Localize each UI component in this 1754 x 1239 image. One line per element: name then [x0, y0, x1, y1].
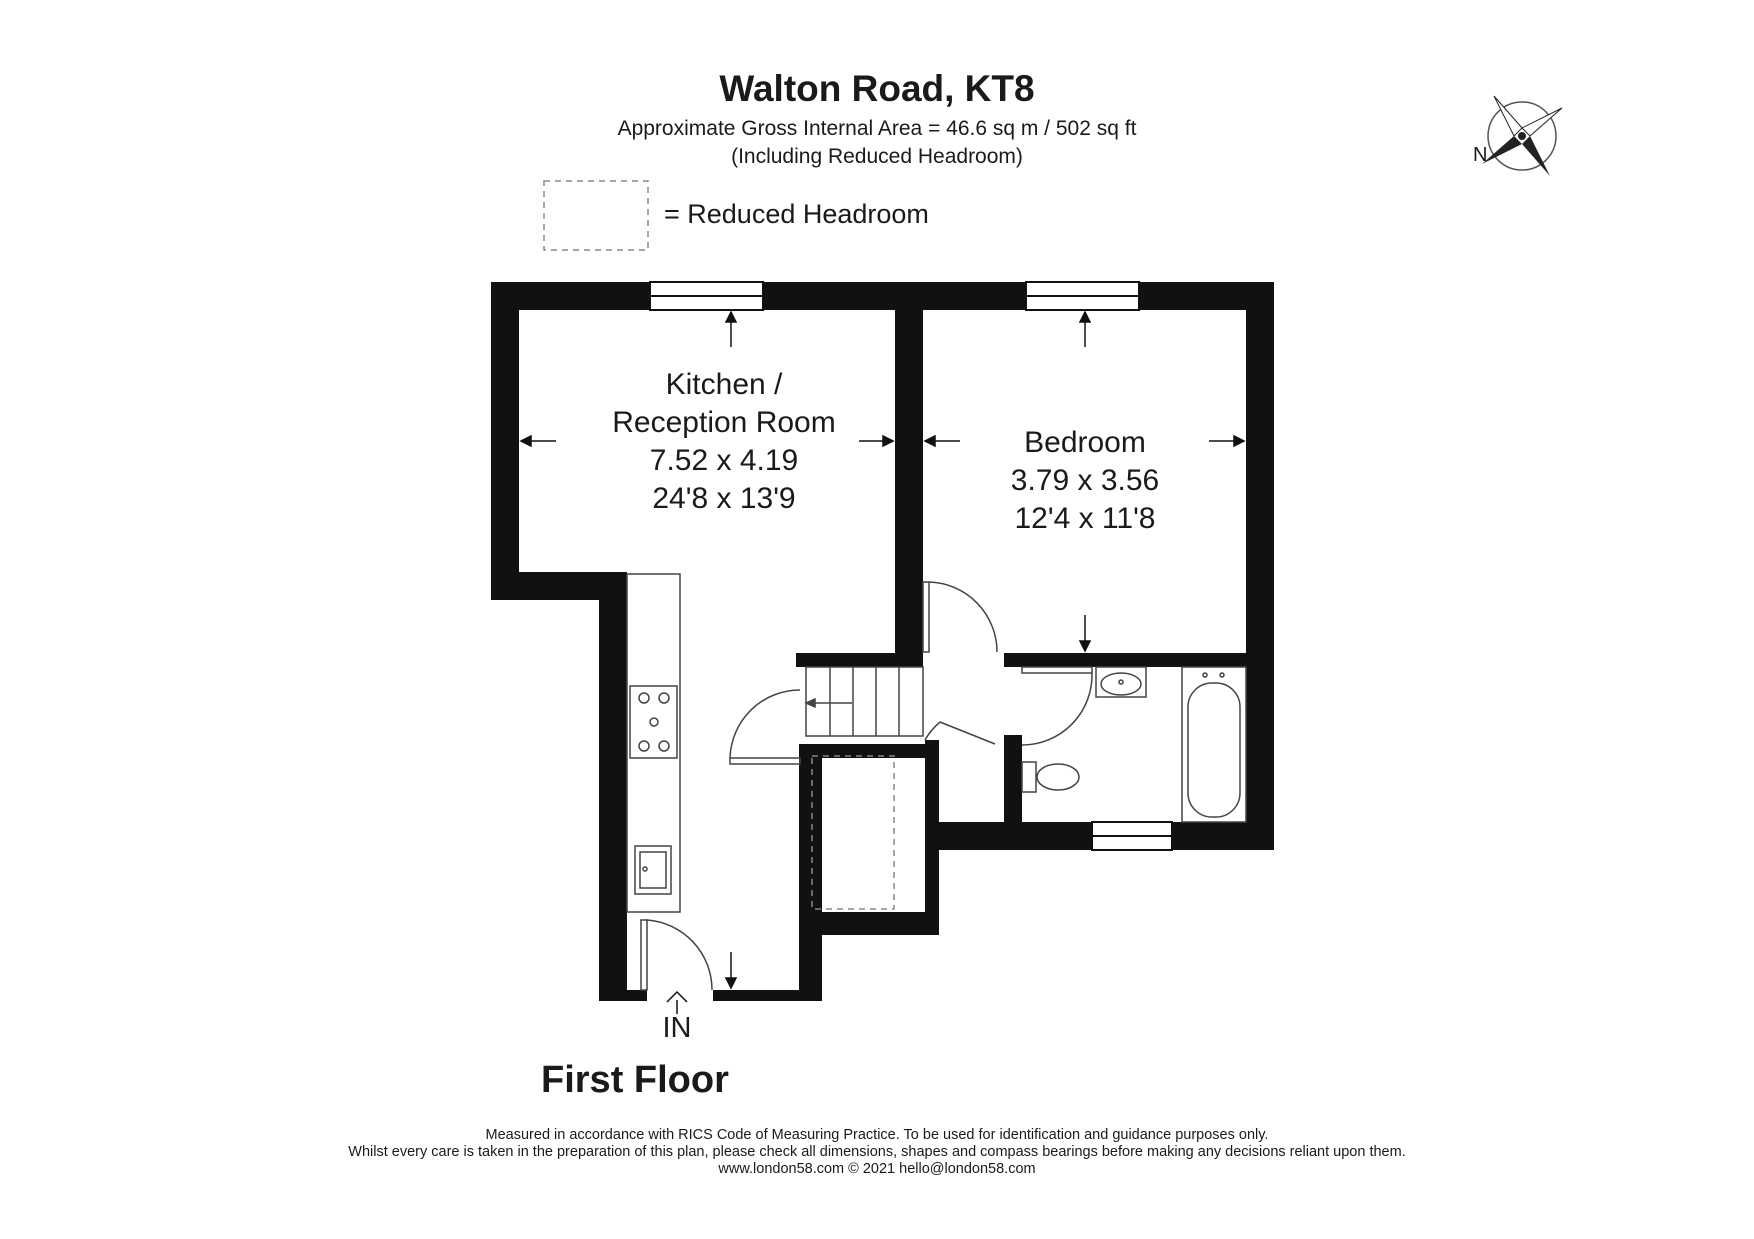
floor-name: First Floor: [541, 1059, 729, 1101]
toilet-icon: [1021, 761, 1080, 793]
kitchen-name-line2: Reception Room: [612, 406, 836, 439]
kitchen-imperial: 24'8 x 13'9: [652, 482, 796, 515]
walls: [491, 282, 1274, 1001]
plan-title: Walton Road, KT8: [719, 68, 1035, 109]
reduced-headroom-area: [811, 755, 895, 910]
kitchen-name-line1: Kitchen /: [665, 368, 783, 401]
bath-icon: [1181, 666, 1247, 823]
footer-line1: Measured in accordance with RICS Code of…: [485, 1127, 1269, 1143]
north-label: N: [1473, 144, 1488, 166]
bedroom-metric: 3.79 x 3.56: [1010, 464, 1160, 497]
footer-line2: Whilst every care is taken in the prepar…: [348, 1144, 1406, 1160]
area-line: Approximate Gross Internal Area = 46.6 s…: [617, 117, 1137, 140]
kitchen-label: Kitchen / Reception Room 7.52 x 4.19 24'…: [574, 366, 874, 518]
dimension-arrows: [519, 310, 1246, 990]
doors: [640, 581, 1093, 991]
reduced-headroom-legend-swatch: [543, 180, 649, 251]
bedroom-name: Bedroom: [1024, 426, 1146, 459]
hob-icon: [629, 685, 678, 759]
sink-icon: [634, 845, 672, 895]
basin-icon: [1095, 666, 1147, 698]
bedroom-label: Bedroom 3.79 x 3.56 12'4 x 11'8: [935, 424, 1235, 538]
footer-line3: www.london58.com © 2021 hello@london58.c…: [718, 1161, 1036, 1177]
legend-label: = Reduced Headroom: [664, 199, 929, 229]
kitchen-worktop: [626, 573, 681, 913]
compass-icon: [1482, 95, 1563, 176]
bedroom-imperial: 12'4 x 11'8: [1014, 502, 1156, 535]
stairs: [804, 666, 924, 737]
kitchen-metric: 7.52 x 4.19: [649, 444, 799, 477]
headroom-note: (Including Reduced Headroom): [731, 145, 1023, 168]
entrance-arrow-icon: [666, 990, 688, 1014]
entrance-label: IN: [662, 1012, 692, 1044]
